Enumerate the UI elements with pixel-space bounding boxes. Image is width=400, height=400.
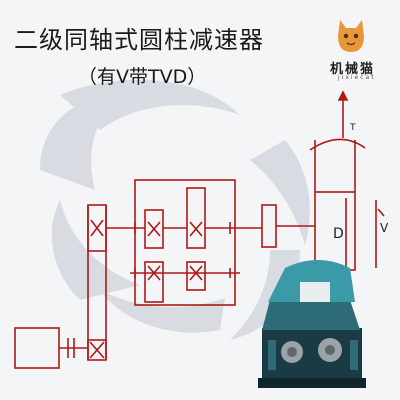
gear-1-icon — [144, 209, 164, 249]
cat-logo-icon — [338, 20, 364, 52]
page-subtitle: （有V带TVD） — [78, 66, 207, 88]
reducer-3d-model — [258, 260, 366, 388]
motor-icon — [14, 327, 60, 369]
gear-3-icon — [186, 187, 206, 249]
gear-2-icon — [144, 261, 164, 303]
page-title: 二级同轴式圆柱减速器 — [14, 26, 264, 54]
logo-subtext: jixiecat — [338, 74, 376, 81]
logo-text: 机械猫 — [330, 62, 376, 77]
diameter-label: D — [333, 226, 344, 242]
coupling-icon — [261, 204, 277, 248]
gear-4-icon — [186, 261, 206, 291]
velocity-label: V — [380, 221, 389, 235]
gearbox-housing — [134, 179, 236, 306]
torque-label: T — [349, 123, 356, 133]
background-swirl — [40, 79, 310, 340]
